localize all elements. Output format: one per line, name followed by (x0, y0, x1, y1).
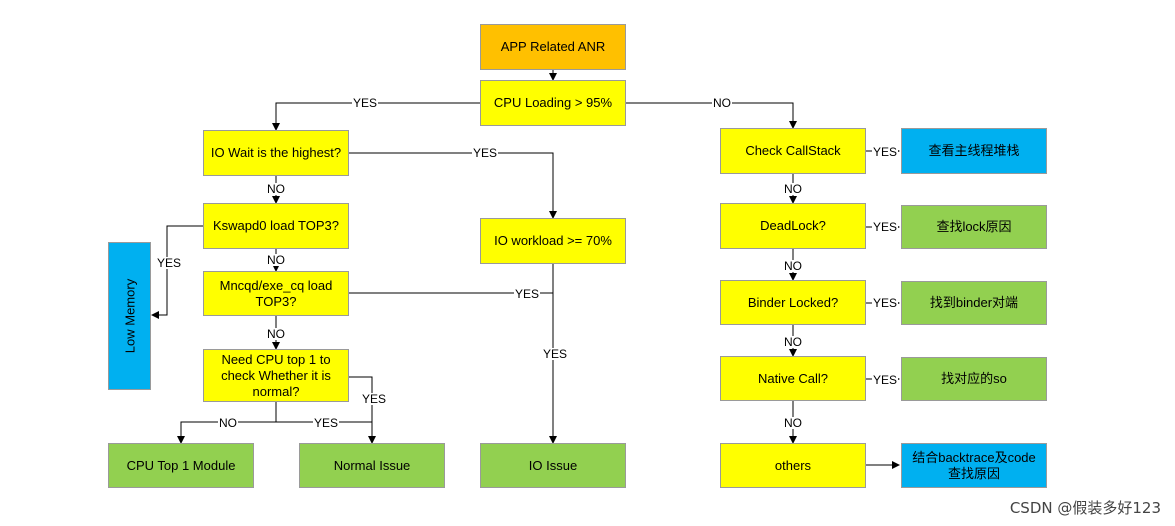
label-no: NO (266, 182, 286, 196)
arrow-kswapd-yes (151, 225, 203, 319)
arrow-needcpu-yes (349, 376, 376, 444)
watermark: CSDN @假装多好123 (1009, 499, 1161, 517)
label-yes: YES (872, 296, 899, 310)
arrow-needcpu-no (177, 421, 276, 444)
label-no: NO (783, 182, 803, 196)
label-yes: YES (872, 220, 899, 234)
label-yes: YES (156, 256, 183, 270)
node-need-cpu-top1: Need CPU top 1 to check Whether it is no… (203, 349, 349, 402)
label-yes: YES (313, 416, 340, 430)
label-no: NO (783, 416, 803, 430)
label-yes: YES (352, 96, 379, 110)
node-mncqd-top3: Mncqd/exe_cq load TOP3? (203, 271, 349, 316)
label-no: NO (783, 259, 803, 273)
node-deadlock: DeadLock? (720, 203, 866, 249)
label-yes: YES (472, 146, 499, 160)
arrow-cpu-yes (272, 102, 480, 131)
node-app-related-anr: APP Related ANR (480, 24, 626, 70)
low-memory-label: Low Memory (122, 278, 137, 354)
label-yes: YES (872, 373, 899, 387)
node-cpu-loading: CPU Loading > 95% (480, 80, 626, 126)
label-no: NO (712, 96, 732, 110)
arrow-cpu-no (626, 102, 797, 129)
node-find-so: 找对应的so (901, 357, 1047, 401)
node-others: others (720, 443, 866, 488)
node-normal-issue: Normal Issue (299, 443, 445, 488)
label-yes: YES (361, 392, 388, 406)
node-binder-locked: Binder Locked? (720, 280, 866, 325)
node-find-binder: 找到binder对端 (901, 281, 1047, 325)
label-no: NO (266, 327, 286, 341)
label-no: NO (218, 416, 238, 430)
node-combine-backtrace: 结合backtrace及code查找原因 (901, 443, 1047, 488)
arrow-iowait-yes (349, 152, 557, 219)
node-find-lock: 查找lock原因 (901, 205, 1047, 249)
node-io-wait-highest: IO Wait is the highest? (203, 130, 349, 176)
node-io-workload: IO workload >= 70% (480, 218, 626, 264)
node-native-call: Native Call? (720, 356, 866, 401)
label-no: NO (783, 335, 803, 349)
label-yes: YES (542, 347, 569, 361)
label-no: NO (266, 253, 286, 267)
node-check-callstack: Check CallStack (720, 128, 866, 174)
node-cpu-top1-module: CPU Top 1 Module (108, 443, 254, 488)
node-low-memory: Low Memory (108, 242, 151, 390)
node-io-issue: IO Issue (480, 443, 626, 488)
label-yes: YES (872, 145, 899, 159)
node-kswapd-top3: Kswapd0 load TOP3? (203, 203, 349, 249)
label-yes: YES (514, 287, 541, 301)
node-view-main-stack: 查看主线程堆栈 (901, 128, 1047, 174)
